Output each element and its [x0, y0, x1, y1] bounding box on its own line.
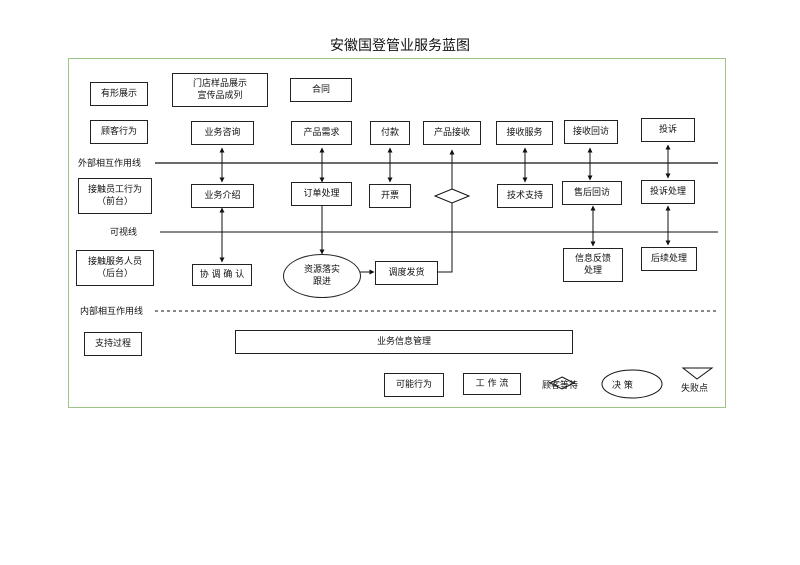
arrow-dispatch-receive	[438, 149, 455, 273]
row-label-evidence: 有形展示	[90, 82, 148, 106]
customer-receive-service: 接收服务	[496, 121, 553, 145]
frontstage-invoice: 开票	[369, 184, 411, 208]
evidence-contract: 合同	[290, 78, 352, 102]
blueprint-title: 安徽国登管业服务蓝图	[330, 38, 470, 54]
frontstage-aftersale-revisit: 售后回访	[562, 181, 622, 205]
line-label-interaction: 外部相互作用线	[76, 156, 144, 169]
row-label-frontstage: 接触员工行为 （前台）	[78, 178, 152, 214]
legend-possible-action: 可能行为	[384, 373, 444, 397]
blueprint-frame	[68, 58, 726, 408]
row-label-customer: 顾客行为	[90, 120, 148, 144]
frontstage-tech-support: 技术支持	[497, 184, 553, 208]
customer-receive-revisit: 接收回访	[564, 120, 618, 144]
backstage-followup: 后续处理	[641, 247, 697, 271]
legend-diamond-icon	[548, 376, 576, 390]
customer-receive-product: 产品接收	[423, 121, 481, 145]
legend-waiting-label: 顾客等待	[542, 381, 579, 391]
customer-demand: 产品需求	[291, 121, 352, 145]
legend-failure-icon	[681, 367, 714, 380]
customer-pay: 付款	[370, 121, 410, 145]
evidence-store-display: 门店样品展示 宣传品成列	[172, 73, 268, 107]
backstage-feedback: 信息反馈 处理	[563, 248, 623, 282]
legend-decision-label: 决 策	[612, 381, 633, 391]
legend-workflow: 工 作 流	[463, 373, 521, 395]
row-label-backstage: 接触服务人员 （后台）	[76, 250, 154, 286]
frontstage-order: 订单处理	[291, 182, 352, 206]
backstage-resource-followup: 资源落实 跟进	[283, 254, 361, 298]
support-info-management: 业务信息管理	[235, 330, 573, 354]
frontstage-complaint-handling: 投诉处理	[641, 180, 695, 204]
customer-consult: 业务咨询	[191, 121, 254, 145]
waiting-diamond	[433, 188, 471, 204]
backstage-coordinate: 协 调 确 认	[192, 264, 252, 286]
frontstage-intro: 业务介绍	[191, 184, 254, 208]
backstage-dispatch: 调度发货	[375, 261, 438, 285]
legend-failure-label: 失败点	[681, 384, 709, 394]
row-label-support: 支持过程	[84, 332, 142, 356]
line-label-visibility: 可视线	[108, 225, 140, 238]
line-label-internal: 内部相互作用线	[78, 304, 146, 317]
customer-complain: 投诉	[641, 118, 695, 142]
legend-decision-icon	[601, 369, 663, 399]
